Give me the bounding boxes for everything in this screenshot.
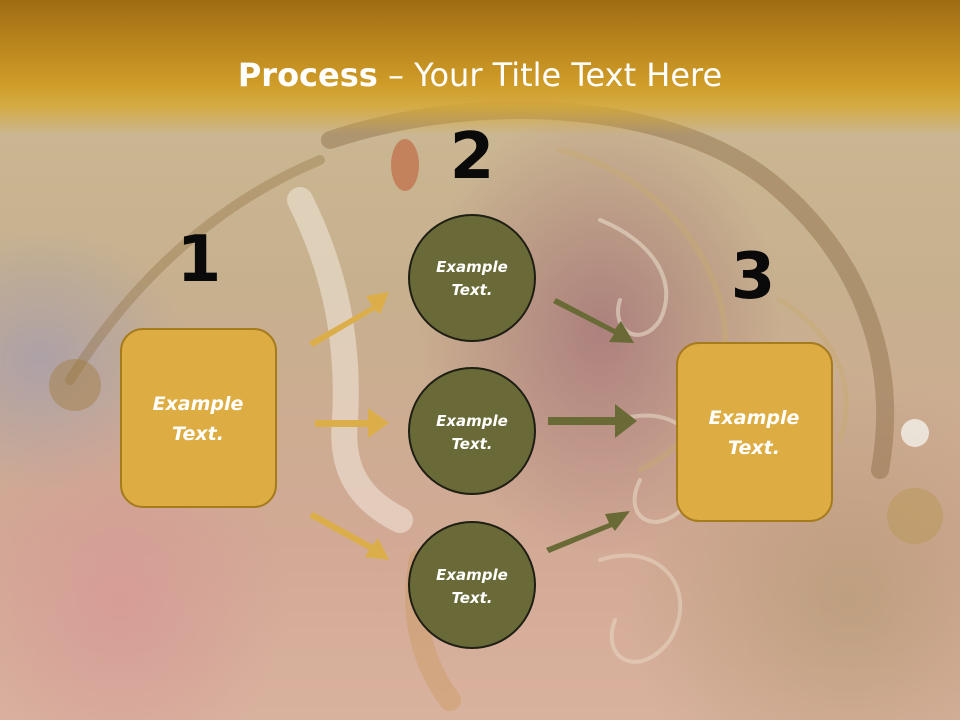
step-3-text-line-2: Text. bbox=[728, 437, 780, 459]
circle-top-text-line-2: Text. bbox=[451, 281, 492, 299]
arrow-from-circle-middle-icon bbox=[548, 404, 637, 438]
step-number-3: 3 bbox=[731, 240, 776, 314]
slide-title: Process – Your Title Text Here bbox=[0, 52, 960, 98]
gold-arrows bbox=[309, 292, 389, 560]
circle-top-text-line-1: Example bbox=[436, 258, 508, 276]
step-number-2: 2 bbox=[450, 120, 495, 194]
step-1-text-line-2: Text. bbox=[172, 423, 224, 445]
circle-middle-text-line-2: Text. bbox=[451, 435, 492, 453]
step-2-circle-bottom bbox=[408, 521, 536, 649]
step-number-1: 1 bbox=[177, 223, 222, 297]
step-3-box bbox=[676, 342, 833, 522]
step-3-text-line-1: Example bbox=[709, 407, 800, 429]
title-bold: Process bbox=[237, 56, 378, 94]
arrow-to-circle-bottom-icon bbox=[309, 512, 389, 560]
step-2-circle-middle bbox=[408, 367, 536, 495]
arrow-to-circle-top-icon bbox=[309, 292, 389, 347]
step-1-text-line-1: Example bbox=[153, 393, 244, 415]
step-1-box bbox=[120, 328, 277, 508]
step-2-circle-top bbox=[408, 214, 536, 342]
olive-arrows bbox=[546, 298, 637, 553]
circle-bottom-text-line-2: Text. bbox=[451, 589, 492, 607]
circle-bottom-text-line-1: Example bbox=[436, 566, 508, 584]
title-rest: – Your Title Text Here bbox=[377, 56, 723, 94]
title-bar: Process – Your Title Text Here bbox=[0, 0, 960, 135]
arrow-to-circle-middle-icon bbox=[315, 408, 389, 438]
circle-middle-text-line-1: Example bbox=[436, 412, 508, 430]
arrow-from-circle-top-icon bbox=[553, 298, 634, 343]
arrow-from-circle-bottom-icon bbox=[546, 511, 630, 553]
